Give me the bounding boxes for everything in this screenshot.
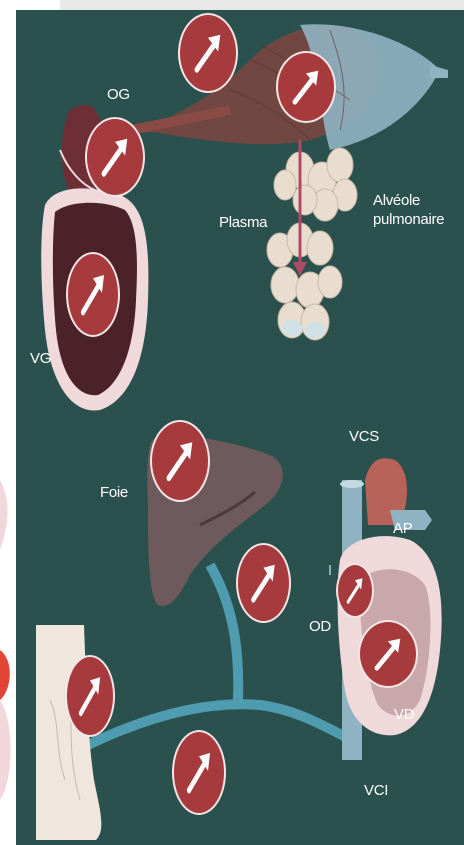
- up-right-arrow-icon: [87, 119, 143, 195]
- label-alveole-line2: pulmonaire: [373, 211, 444, 229]
- arrow-shaft: [104, 146, 123, 173]
- arrow-marker-od[interactable]: [336, 563, 374, 618]
- arrow-marker-lung[interactable]: [276, 51, 336, 123]
- arrow-shaft: [169, 450, 188, 478]
- up-right-arrow-icon: [278, 53, 334, 121]
- label-ap: AP: [393, 520, 412, 538]
- arrow-marker-vd[interactable]: [358, 620, 418, 688]
- up-right-arrow-icon: [68, 254, 118, 335]
- label-od: OD: [309, 618, 331, 636]
- arrow-marker-lower-vessel[interactable]: [172, 730, 226, 815]
- label-vcs: VCS: [349, 428, 379, 446]
- left-edge-fragment-red: [0, 650, 10, 700]
- arrow-marker-og[interactable]: [85, 117, 145, 197]
- up-right-arrow-icon: [67, 657, 113, 735]
- arrow-marker-foot[interactable]: [65, 655, 115, 737]
- left-edge-fragment: [0, 480, 8, 550]
- arrow-marker-hepatic-vessel[interactable]: [236, 543, 291, 623]
- label-og: OG: [107, 86, 130, 104]
- arrow-shaft: [348, 583, 360, 601]
- arrow-shaft: [295, 77, 314, 101]
- up-right-arrow-icon: [360, 622, 416, 686]
- arrow-shaft: [377, 645, 396, 668]
- label-alveole-line1: Alvéole: [373, 192, 420, 210]
- arrow-marker-vg[interactable]: [66, 252, 120, 337]
- arrow-shaft: [189, 761, 206, 790]
- up-right-arrow-icon: [180, 15, 236, 91]
- up-right-arrow-icon: [338, 565, 372, 616]
- up-right-arrow-icon: [238, 545, 289, 621]
- arrow-shaft: [83, 283, 100, 312]
- label-foie: Foie: [100, 484, 128, 502]
- vena-cava-top: [340, 480, 364, 488]
- arrow-marker-top-left[interactable]: [178, 13, 238, 93]
- arrow-marker-liver[interactable]: [150, 420, 210, 502]
- arrow-shaft: [81, 685, 97, 713]
- label-vd: VD: [394, 706, 414, 724]
- up-right-arrow-icon: [174, 732, 224, 813]
- arrow-shaft: [197, 42, 216, 69]
- arrow-shaft: [253, 572, 270, 599]
- top-strip: [60, 0, 464, 10]
- up-right-arrow-icon: [152, 422, 208, 500]
- label-vg: VG: [30, 350, 51, 368]
- label-plasma: Plasma: [219, 214, 267, 232]
- left-edge-fragment-lower: [0, 700, 11, 800]
- label-vci: VCI: [364, 782, 388, 800]
